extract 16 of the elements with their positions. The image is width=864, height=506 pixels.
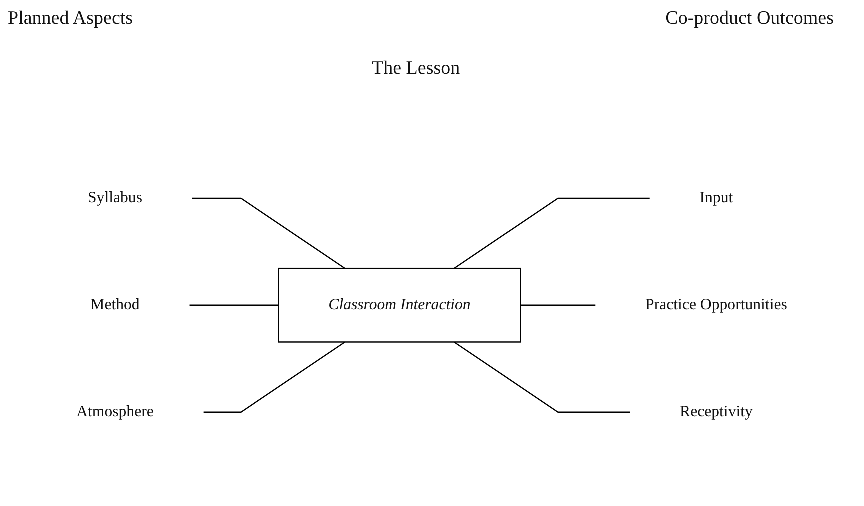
connector <box>204 341 346 413</box>
node-text: Atmosphere <box>76 402 154 420</box>
node-text: Method <box>90 296 140 314</box>
group-heading: Co-product Outcomes <box>666 8 834 30</box>
node-box: Classroom Interaction <box>278 268 522 342</box>
connector <box>190 304 279 306</box>
connector <box>454 341 630 413</box>
node-text: Practice Opportunities <box>646 296 788 314</box>
group-heading: Planned Aspects <box>8 8 134 30</box>
connector <box>454 197 650 269</box>
node-text: Receptivity <box>680 402 753 420</box>
connector <box>192 197 346 269</box>
diagram-heading: The Lesson <box>372 58 460 80</box>
node-text: Syllabus <box>88 188 142 206</box>
node-text: Input <box>700 188 734 206</box>
connector <box>520 304 596 306</box>
